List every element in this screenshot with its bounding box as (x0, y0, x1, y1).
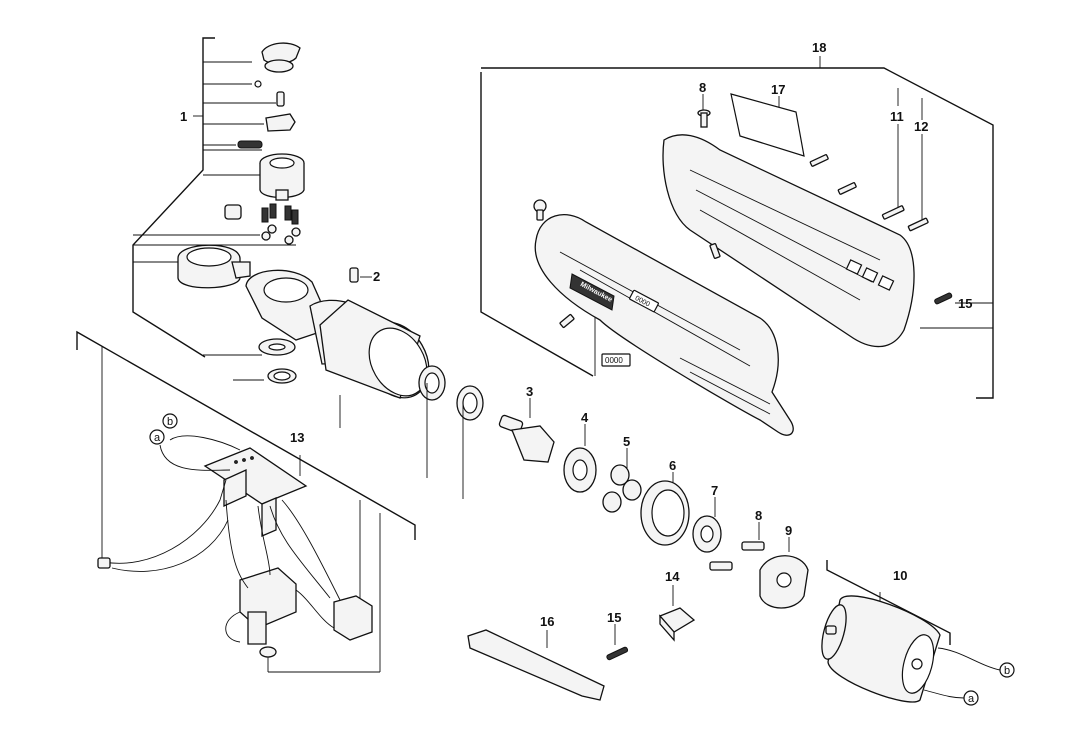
screw-2 (349, 267, 359, 283)
callout-17: 17 (771, 82, 785, 97)
thrust-washer (692, 515, 722, 553)
motor (821, 595, 941, 703)
planet-carrier (563, 447, 597, 493)
switch-body (239, 567, 297, 658)
svg-text:a: a (968, 693, 975, 705)
wire-marker-b-right: b (999, 662, 1015, 678)
screw-housing-left (533, 199, 575, 329)
switch-terminal-block (333, 595, 373, 641)
output-spindle (498, 414, 555, 463)
wire-marker-b-left: b (162, 413, 178, 429)
switch-plate (203, 447, 308, 537)
needle-bearing-1 (418, 365, 446, 401)
callout-15-lower: 15 (607, 610, 621, 625)
callout-18: 18 (812, 40, 826, 55)
pawl (265, 113, 296, 132)
wire-connector (97, 557, 111, 569)
callout-16: 16 (540, 614, 554, 629)
callout-1: 1 (180, 109, 187, 124)
callout-12: 12 (914, 119, 928, 134)
callout-15-upper: 15 (958, 296, 972, 311)
callout-6: 6 (669, 458, 676, 473)
callout-4: 4 (581, 410, 589, 425)
svg-text:a: a (154, 432, 161, 444)
ring-gear (640, 480, 690, 546)
svg-text:0000: 0000 (605, 356, 623, 365)
callout-2: 2 (373, 269, 380, 284)
callout-8-upper: 8 (699, 80, 706, 95)
ratchet-knob (261, 42, 301, 73)
callout-14: 14 (665, 569, 680, 584)
belt-clip (467, 629, 605, 701)
housing-screws (709, 154, 929, 259)
callout-3: 3 (526, 384, 533, 399)
screw-8-lower (709, 541, 765, 571)
motor-plate (759, 555, 809, 609)
gear-housing (245, 269, 430, 399)
motor-wires (923, 647, 1001, 699)
group-18-bracket (480, 56, 994, 399)
wire-marker-a-left: a (149, 429, 165, 445)
callout-7: 7 (711, 483, 718, 498)
needle-bearing-2 (456, 385, 484, 421)
svg-text:b: b (1004, 665, 1010, 677)
planet-gears (602, 464, 642, 513)
label-17 (730, 93, 805, 157)
ratchet-yoke (259, 153, 305, 201)
pawl-spring (237, 140, 263, 149)
wire-marker-a-right: a (963, 690, 979, 706)
pawl-springs-set (261, 203, 301, 245)
pin-15 (606, 646, 629, 661)
callout-8-lower: 8 (755, 508, 762, 523)
callout-5: 5 (623, 434, 630, 449)
anvil-block (224, 204, 242, 220)
screw-8-upper (697, 109, 711, 128)
callout-13: 13 (290, 430, 304, 445)
group-13-bracket (76, 330, 464, 673)
label-plate: 0000 (601, 353, 631, 367)
detent-ball (254, 80, 262, 88)
ratchet-ring (177, 244, 251, 289)
callout-9: 9 (785, 523, 792, 538)
switch-wires (103, 435, 341, 643)
callout-11: 11 (890, 109, 904, 124)
nameplate-clip (658, 607, 696, 642)
detent-pin (276, 91, 285, 107)
svg-text:b: b (167, 416, 173, 428)
group-1-bracket (132, 37, 296, 381)
pin-15-upper (934, 292, 953, 305)
callout-10: 10 (893, 568, 907, 583)
housing-right-half (662, 134, 915, 348)
